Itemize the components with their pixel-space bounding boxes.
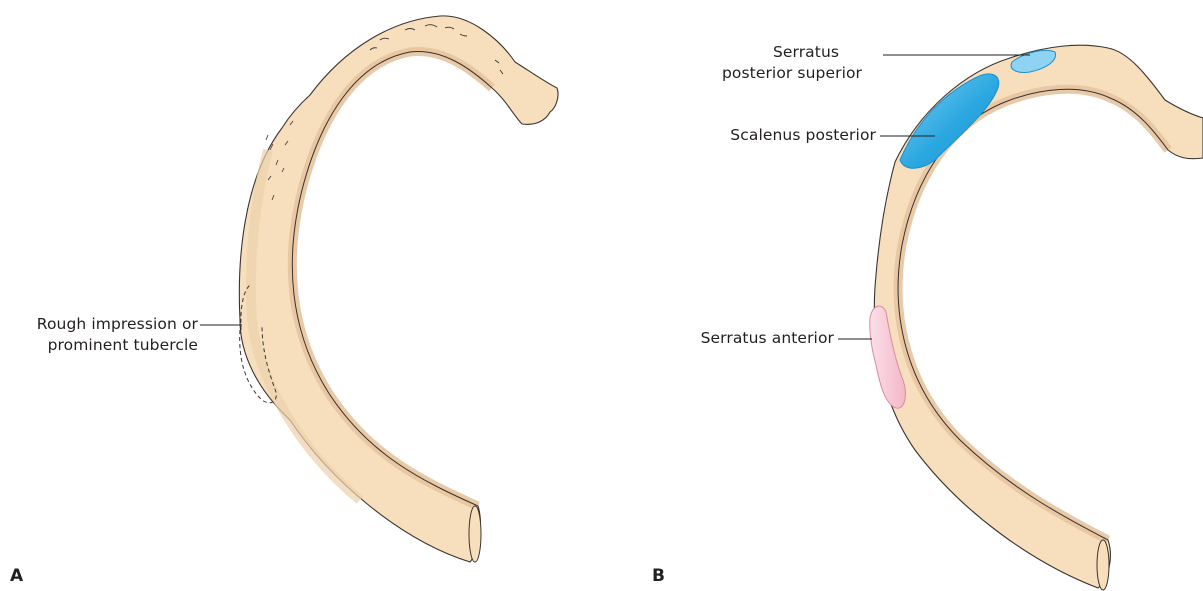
scalenus-posterior-label: Scalenus posterior [672,125,876,146]
panel-b-letter: B [652,566,665,586]
rough-impression-label: Rough impression or prominent tubercle [10,314,198,356]
panel-b-rib [870,45,1203,590]
panel-a-letter: A [10,566,23,586]
serratus-posterior-superior-line1: Serratus [712,42,872,63]
serratus-posterior-superior-label: Serratus posterior superior [712,42,872,84]
scalenus-posterior-area [900,74,999,168]
panel-a-rib [239,16,558,562]
rough-impression-label-line2: prominent tubercle [10,335,198,356]
serratus-posterior-superior-line2: posterior superior [712,63,872,84]
serratus-anterior-label: Serratus anterior [660,328,834,349]
rough-impression-label-line1: Rough impression or [10,314,198,335]
panel-a-rib-body [239,16,558,562]
